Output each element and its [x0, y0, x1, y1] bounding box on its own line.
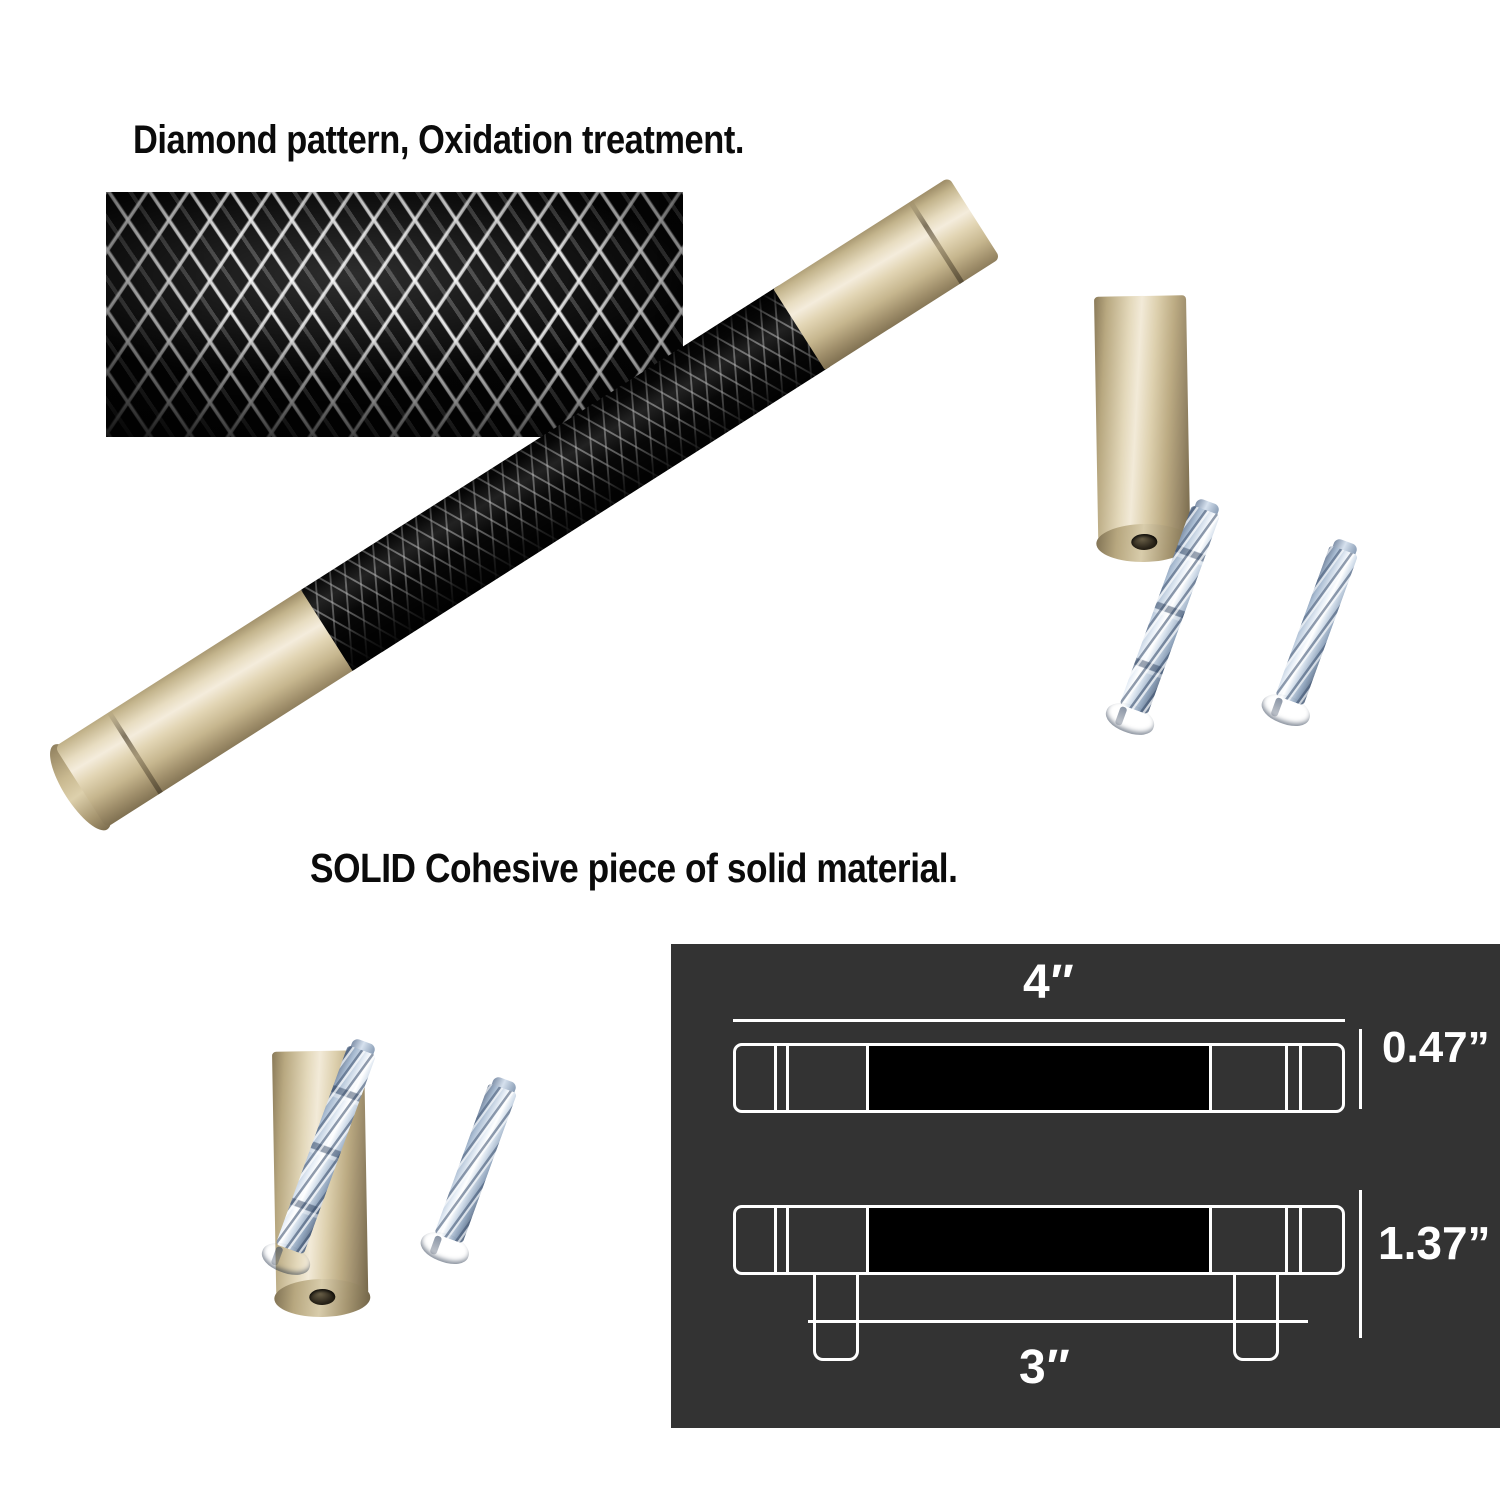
side-view-outline [733, 1205, 1345, 1275]
front-view-divider-1 [774, 1043, 777, 1113]
grip-cylinder-shading [300, 285, 830, 671]
side-view-divider-3 [866, 1205, 869, 1275]
front-view-divider-6 [1299, 1043, 1302, 1113]
side-view-post-right [1233, 1273, 1279, 1361]
front-view-divider-3 [866, 1043, 869, 1113]
front-view-drawing [733, 1043, 1345, 1113]
side-view-divider-6 [1299, 1205, 1302, 1275]
dimension-line-center-to-center [808, 1320, 1308, 1323]
dimension-line-bar-diameter [1359, 1029, 1362, 1109]
dimension-label-projection-height: 1.37” [1378, 1217, 1491, 1269]
side-view-divider-2 [786, 1205, 789, 1275]
dimension-line-projection-height [1359, 1190, 1362, 1338]
knurled-texture-inset [106, 192, 683, 437]
black-knurled-grip [300, 285, 830, 671]
side-view-post-left [813, 1273, 859, 1361]
side-view-divider-4 [1209, 1205, 1212, 1275]
handle-bar-rotated [39, 177, 1030, 873]
mounting-post-top [1094, 295, 1193, 563]
dimension-panel [671, 944, 1500, 1428]
dimension-label-bar-diameter: 0.47” [1382, 1023, 1490, 1072]
screw-shaft [434, 1083, 518, 1244]
gold-shaft-left [54, 585, 360, 828]
side-view-divider-5 [1285, 1205, 1288, 1275]
side-view-drawing [733, 1205, 1345, 1275]
front-view-knurled-section [869, 1046, 1209, 1110]
texture-heading: Diamond pattern, Oxidation treatment. [133, 118, 745, 162]
front-view-divider-5 [1285, 1043, 1288, 1113]
side-view-knurled-section [869, 1208, 1209, 1272]
front-view-divider-4 [1209, 1043, 1212, 1113]
dimension-line-overall-length [733, 1019, 1345, 1022]
side-view-divider-1 [774, 1205, 777, 1275]
dimension-label-center-to-center: 3″ [1019, 1341, 1071, 1394]
solid-material-heading: SOLID Cohesive piece of solid material. [310, 845, 958, 891]
texture-vignette [106, 192, 683, 437]
front-view-divider-2 [786, 1043, 789, 1113]
post-body [1094, 295, 1191, 547]
screw-shaft [1275, 545, 1359, 706]
handle-assembly [39, 177, 1193, 1318]
dimension-label-overall-length: 4″ [1023, 956, 1075, 1009]
front-view-outline [733, 1043, 1345, 1113]
